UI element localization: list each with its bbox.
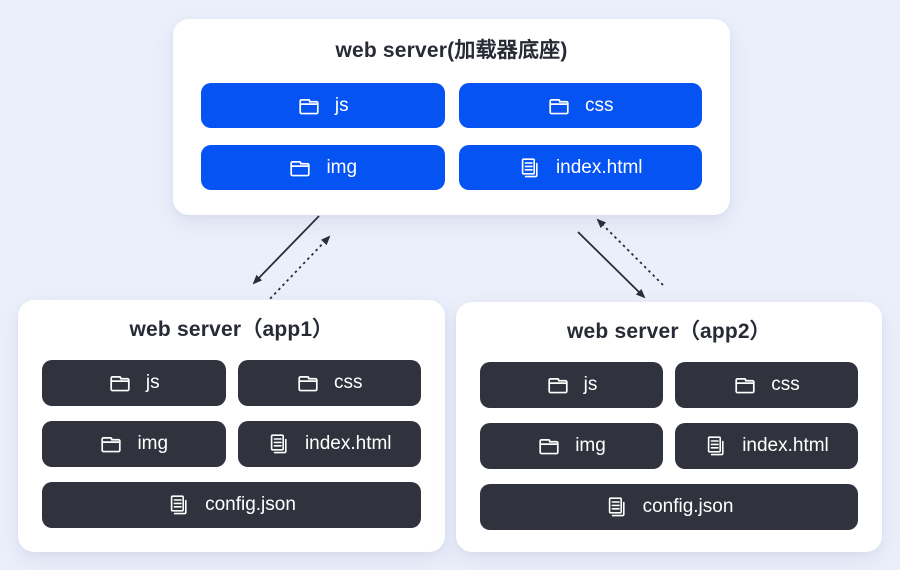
chip-label: index.html <box>555 156 643 178</box>
folder-icon <box>296 371 320 395</box>
app1-node-css[interactable]: css <box>237 360 421 406</box>
folder-icon <box>108 371 132 395</box>
chip-label: css <box>771 374 800 395</box>
document-icon <box>167 493 191 517</box>
loader-node-css[interactable]: css <box>458 83 702 128</box>
arrow-app2-to-loader <box>596 218 664 286</box>
loader-node-img[interactable]: img <box>201 145 445 190</box>
app2-card-title: web server（app2） <box>567 320 771 343</box>
chip-label: img <box>575 435 606 456</box>
loader-node-index-html[interactable]: index.html <box>458 145 702 190</box>
chip-label: css <box>585 94 614 116</box>
chip-label: config.json <box>642 496 734 517</box>
loader-node-js[interactable]: js <box>201 83 445 128</box>
app1-node-config-json[interactable]: config.json <box>42 482 421 528</box>
chip-label: js <box>583 374 598 395</box>
chip-label: js <box>334 94 349 116</box>
server-card-loader: web server(加载器底座) js css img <box>173 19 730 215</box>
chip-label: img <box>137 433 169 454</box>
app2-chip-grid: js css img index.html <box>480 362 858 530</box>
folder-icon <box>546 373 570 397</box>
chip-label: css <box>334 372 363 393</box>
app2-node-css[interactable]: css <box>675 362 858 408</box>
document-icon <box>518 156 542 180</box>
document-icon <box>704 434 728 458</box>
document-icon <box>267 432 291 456</box>
app2-node-img[interactable]: img <box>480 423 663 469</box>
chip-label: index.html <box>304 433 392 454</box>
server-card-app2: web server（app2） js css img <box>456 302 882 552</box>
server-card-app1: web server（app1） js css img <box>18 300 445 552</box>
app1-node-index-html[interactable]: index.html <box>237 421 421 467</box>
loader-card-title: web server(加载器底座) <box>335 39 568 62</box>
loader-chip-grid: js css img index.html <box>201 83 702 190</box>
app1-chip-grid: js css img index.html <box>42 360 421 528</box>
chip-label: config.json <box>205 494 296 515</box>
chip-label: img <box>326 156 358 178</box>
folder-icon <box>297 94 321 118</box>
folder-icon <box>547 94 571 118</box>
app1-node-js[interactable]: js <box>42 360 226 406</box>
arrow-app1-to-loader <box>265 235 331 304</box>
folder-icon <box>288 156 312 180</box>
app2-node-config-json[interactable]: config.json <box>480 484 858 530</box>
chip-label: index.html <box>742 435 829 456</box>
folder-icon <box>537 434 561 458</box>
app2-node-index-html[interactable]: index.html <box>675 423 858 469</box>
document-icon <box>605 495 629 519</box>
folder-icon <box>99 432 123 456</box>
arrow-loader-to-app1 <box>252 215 320 285</box>
app2-node-js[interactable]: js <box>480 362 663 408</box>
arrow-loader-to-app2 <box>577 231 646 299</box>
app1-node-img[interactable]: img <box>42 421 226 467</box>
chip-label: js <box>145 372 160 393</box>
app1-card-title: web server（app1） <box>129 318 334 341</box>
folder-icon <box>733 373 757 397</box>
